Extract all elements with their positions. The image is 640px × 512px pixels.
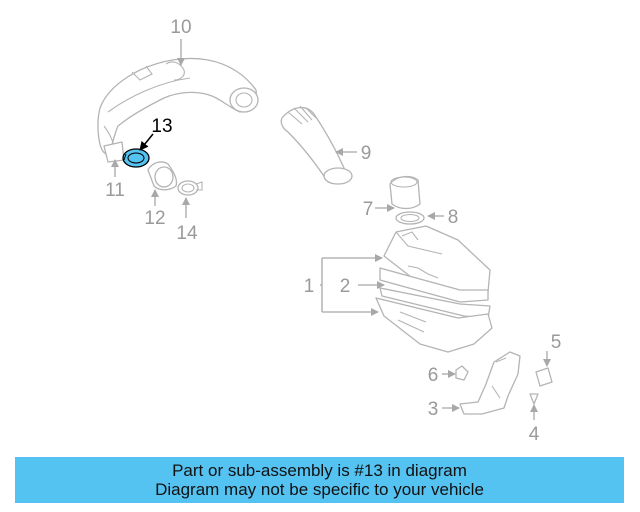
coupler-part-12 (147, 161, 178, 191)
callout-6: 6 (428, 365, 439, 386)
callout-2: 2 (340, 276, 351, 297)
banner-line-2: Diagram may not be specific to your vehi… (155, 480, 484, 499)
grommet-part-5 (535, 367, 553, 387)
parts-diagram: 10 9 13 11 12 14 7 8 1 2 5 6 3 4 (97, 17, 562, 445)
clamp-part-13-highlighted (122, 148, 150, 168)
callout-1: 1 (304, 276, 315, 297)
callout-7: 7 (363, 199, 374, 220)
callout-13: 13 (151, 116, 172, 137)
callout-12: 12 (144, 208, 165, 229)
callout-9: 9 (361, 143, 372, 164)
bellows-hose-part-9 (280, 105, 353, 185)
intake-duct-part-10 (97, 57, 259, 155)
clamp-part-14 (177, 180, 203, 196)
callout-3: 3 (428, 399, 439, 420)
nut-part-6 (455, 365, 469, 381)
callout-10: 10 (170, 17, 191, 38)
clip-part-4 (529, 393, 539, 405)
leader-13 (139, 133, 154, 151)
sleeve-part-7 (389, 175, 421, 210)
callout-14: 14 (176, 223, 198, 244)
gasket-part-8 (395, 211, 425, 225)
callout-11: 11 (105, 180, 125, 201)
banner-line-1: Part or sub-assembly is #13 in diagram (172, 461, 467, 480)
air-cleaner-part-2 (375, 225, 493, 353)
info-banner: Part or sub-assembly is #13 in diagram D… (15, 457, 624, 503)
callout-5: 5 (551, 332, 562, 353)
bracket-part-3 (459, 351, 521, 415)
callout-4: 4 (529, 424, 540, 445)
leader-1 (320, 254, 383, 316)
fitting-part-11 (103, 141, 125, 163)
callout-8: 8 (448, 207, 459, 228)
